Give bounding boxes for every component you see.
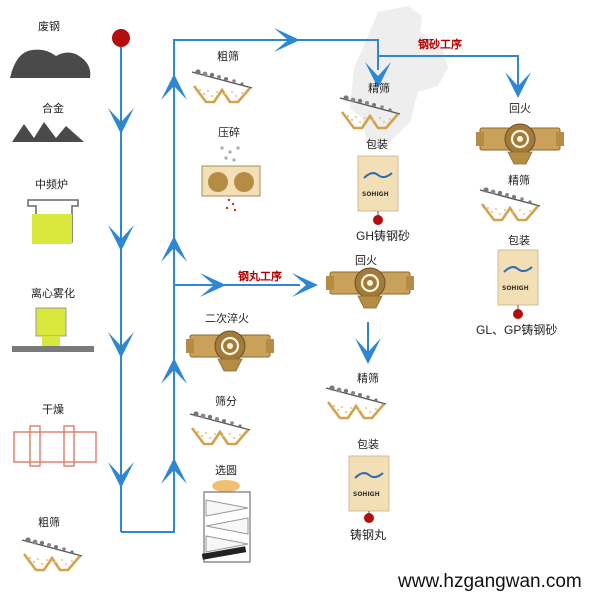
label-scrap-steel: 废钢 xyxy=(38,19,60,33)
label-shot-product: 铸钢丸 xyxy=(350,527,386,542)
label-crushing: 压碎 xyxy=(218,125,240,139)
furnace-icon xyxy=(27,199,79,244)
label-centrifugal-atomize: 离心雾化 xyxy=(31,286,75,300)
label-induction-furnace: 中频炉 xyxy=(35,177,68,191)
shot-fine-screen-icon xyxy=(324,384,388,420)
up-arrowheads xyxy=(161,74,187,484)
coarse-screen-left-icon xyxy=(20,536,84,572)
label-gh-product: GH铸钢砂 xyxy=(356,228,410,243)
label-grit-tempering: 回火 xyxy=(509,102,531,115)
shot-product-dot xyxy=(364,513,374,523)
label-secondary-quench: 二次淬火 xyxy=(205,311,249,325)
label-drying: 干燥 xyxy=(42,403,64,416)
gh-product-dot xyxy=(373,215,383,225)
label-shot-packing: 包装 xyxy=(357,438,379,451)
down-arrowheads xyxy=(108,62,531,488)
background-map-shape xyxy=(350,6,448,148)
label-grit-fine-screen-2: 精筛 xyxy=(508,173,530,187)
label-grit-fine-screen: 精筛 xyxy=(368,81,390,95)
label-gl-gp-product: GL、GP铸钢砂 xyxy=(476,322,557,337)
label-rounding: 选圆 xyxy=(215,464,237,477)
label-sieving: 筛分 xyxy=(215,394,237,408)
grit-bag-icon: SOHIGH xyxy=(357,155,399,212)
shot-bag-icon: SOHIGH xyxy=(348,455,390,512)
shot-process-title: 钢丸工序 xyxy=(238,269,282,283)
grit-fine-screen-2-icon xyxy=(478,186,542,222)
label-coarse-screen-left: 粗筛 xyxy=(38,515,60,529)
dryer-icon xyxy=(13,425,97,467)
grit-process-title: 钢砂工序 xyxy=(418,37,462,51)
label-alloy: 合金 xyxy=(42,101,64,115)
grit-bag-2-icon: SOHIGH xyxy=(497,249,539,306)
scrap-steel-icon xyxy=(10,49,91,78)
label-grit-packing: 包装 xyxy=(366,138,388,151)
alloy-icon xyxy=(12,122,84,142)
label-coarse-screen-mid: 粗筛 xyxy=(217,49,239,63)
start-dot xyxy=(112,29,130,47)
sieving-screen-icon xyxy=(188,410,252,446)
label-shot-fine-screen: 精筛 xyxy=(357,371,379,385)
label-shot-tempering: 回火 xyxy=(355,254,377,267)
svg-text:SOHIGH: SOHIGH xyxy=(362,191,389,198)
svg-text:SOHIGH: SOHIGH xyxy=(353,491,380,498)
shot-tempering-kiln-icon xyxy=(324,266,416,310)
right-arrowheads xyxy=(200,28,318,297)
website-url[interactable]: www.hzgangwan.com xyxy=(397,571,582,592)
flow-lines xyxy=(120,39,519,533)
gl-gp-product-dot xyxy=(513,309,523,319)
quench-kiln-icon xyxy=(184,329,276,373)
coarse-screen-mid-icon xyxy=(190,68,254,104)
rounding-machine-icon xyxy=(201,480,251,563)
atomizer-icon xyxy=(12,307,94,352)
crusher-icon xyxy=(201,146,261,212)
label-grit-packing-2: 包装 xyxy=(508,234,530,247)
grit-tempering-kiln-icon xyxy=(474,122,566,166)
svg-text:SOHIGH: SOHIGH xyxy=(502,285,529,292)
